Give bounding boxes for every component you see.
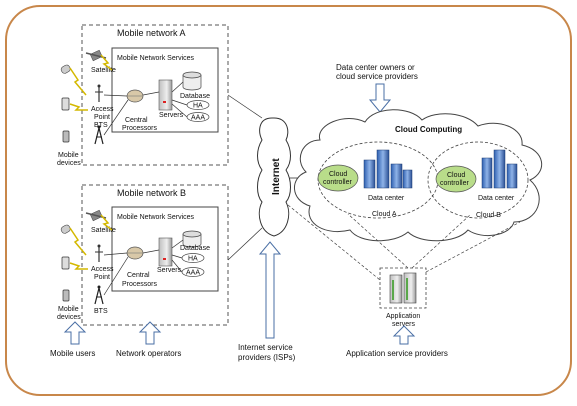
server-a-label: Servers (159, 112, 184, 119)
device-b1-link (69, 227, 87, 256)
cloud-a-label: Cloud A (372, 211, 397, 218)
cloud-controller-a (317, 164, 359, 192)
application-servers-icon (389, 272, 417, 304)
ha-a-label: HA (193, 103, 203, 110)
network-operators-arrow (138, 321, 162, 345)
application-servers-box (379, 267, 427, 309)
data-center-a-icon (363, 149, 413, 189)
cloud-controller-b (435, 165, 477, 193)
bts-a-label: BTS (94, 122, 108, 129)
mobile-users-arrow (63, 321, 87, 345)
mobile-devices-b-icons (60, 224, 71, 302)
cloud-computing-shape (294, 109, 543, 242)
satellite-b-link (100, 214, 113, 231)
database-b-label: Database (180, 245, 210, 252)
mobile-network-a-title: Mobile network A (117, 28, 186, 38)
database-b-icon (182, 230, 202, 248)
network-b-links (103, 227, 263, 296)
access-point-b-label-2: Point (94, 274, 110, 281)
mobile-devices-a-icons (60, 64, 71, 143)
cloud-controller-a-label-1: Cloud (329, 171, 347, 178)
application-servers-label-2: servers (392, 321, 415, 328)
ha-b-label: HA (188, 256, 198, 263)
cloud-b-outline (427, 141, 529, 219)
device-b2-link (69, 262, 88, 270)
central-processor-b-icon (126, 246, 144, 260)
central-processor-a-label-1: Central (125, 117, 148, 124)
mobile-devices-a-label-1: Mobile (58, 152, 79, 159)
server-a-icon (158, 79, 173, 111)
cloud-controller-a-label-2: controller (323, 179, 352, 186)
access-point-a-icon (95, 84, 103, 102)
central-processor-a-icon (126, 89, 144, 103)
data-center-b-label: Data center (478, 195, 515, 202)
application-service-providers-arrow (392, 325, 416, 345)
application-servers-label-1: Application (386, 313, 420, 320)
mobile-users-label: Mobile users (50, 349, 95, 358)
aaa-b-label: AAA (186, 270, 200, 277)
cloud-controller-b-label-2: controller (440, 180, 469, 187)
database-a-label: Database (180, 93, 210, 100)
data-center-a-label: Data center (368, 195, 405, 202)
isp-label-1: Internet service (238, 343, 293, 352)
central-processor-b-label-1: Central (127, 272, 150, 279)
satellite-a-label: Satellite (91, 67, 116, 74)
network-operators-label: Network operators (116, 349, 181, 358)
bts-b-label: BTS (94, 308, 108, 315)
mobile-devices-b-label-2: devices (57, 314, 81, 321)
mobile-network-services-b-label: Mobile Network Services (117, 214, 195, 221)
server-b-icon (158, 237, 173, 267)
satellite-a-link (100, 54, 113, 71)
mobile-network-b-title: Mobile network B (117, 188, 186, 198)
central-processor-a-label-2: Processors (122, 125, 158, 132)
mobile-devices-b-label-1: Mobile (58, 306, 79, 313)
isp-arrow (258, 241, 282, 339)
access-point-a-label-2: Point (94, 114, 110, 121)
cloud-computing-title: Cloud Computing (395, 125, 462, 134)
database-a-icon (182, 71, 202, 91)
internet-label: Internet (271, 158, 282, 195)
cloud-controller-b-label-1: Cloud (447, 172, 465, 179)
internet-cloud (257, 117, 291, 237)
isp-label-2: providers (ISPs) (238, 353, 296, 362)
server-b-label: Servers (157, 267, 182, 274)
central-processor-b-label-2: Processors (122, 281, 158, 288)
aaa-a-label: AAA (191, 115, 205, 122)
cloud-b-label: Cloud B (476, 212, 501, 219)
satellite-b-label: Satellite (91, 227, 116, 234)
device-a2-link (69, 103, 88, 111)
access-point-b-label-1: Access (91, 266, 114, 273)
data-center-b-icon (481, 149, 518, 189)
network-a-links (103, 81, 263, 136)
bottom-arrows (63, 241, 416, 345)
access-point-a-label-1: Access (91, 106, 114, 113)
dashed-links (287, 204, 521, 281)
mobile-devices-a-label-2: devices (57, 160, 81, 167)
bts-b-icon (94, 285, 104, 305)
mobile-network-b-box (81, 184, 229, 326)
access-point-b-icon (95, 244, 103, 262)
owners-arrow (368, 83, 392, 113)
application-service-providers-label: Application service providers (346, 349, 448, 358)
bts-a-icon (94, 125, 104, 145)
mobile-network-services-a-label: Mobile Network Services (117, 55, 195, 62)
device-a1-link (69, 67, 87, 96)
owners-label-2: cloud service providers (336, 72, 418, 81)
mobile-network-a-box (81, 24, 229, 166)
owners-label-1: Data center owners or (336, 63, 415, 72)
